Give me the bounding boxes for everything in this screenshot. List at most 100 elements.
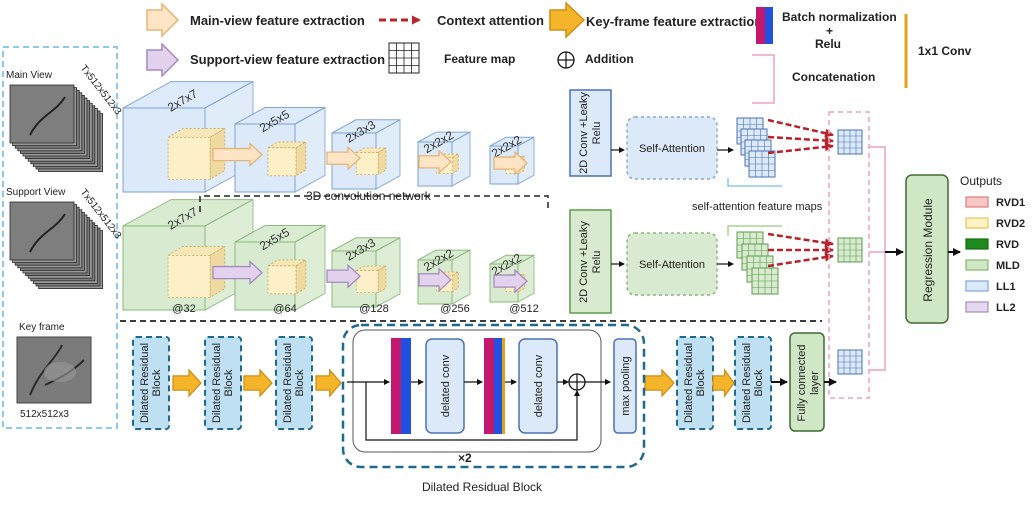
channel-label-2: @64 [273,303,296,315]
outputs-title: Outputs [960,174,1002,188]
main-maps-underline [727,178,782,187]
max-pooling-label: max pooling [620,356,632,415]
svg-text:Block: Block [294,369,306,396]
output-label-mld: MLD [996,260,1020,272]
main-view-image-stack [9,84,103,172]
inner-conv1x1-line [502,338,505,434]
support-conv2d-label-2: Relu [591,251,603,274]
support-stage-arrow-1 [212,260,263,286]
channel-label-3: @128 [359,303,389,315]
inner-bn-blue-1 [401,338,411,434]
svg-text:Block: Block [151,369,163,396]
sa-support-map-4 [751,267,779,295]
output-label-rvd1: RVD1 [996,197,1025,209]
channel-label-5: @512 [509,303,539,315]
main-stage-arrow-1 [212,142,263,168]
concatenation-bracket-icon [752,54,775,104]
legend-feature-map-label: Feature map [444,52,515,66]
support-stage-arrow-4 [493,268,528,294]
dilated-conv-block-1 [425,338,465,434]
sa-main-map-4 [748,150,776,178]
key-arrow-3 [315,368,342,398]
conv3d-network-bracket [199,195,549,212]
dilated-block-caption: Dilated Residual Block [422,480,543,494]
svg-text:Dilated Residual: Dilated Residual [683,343,695,423]
main-conv2d-label-1: 2D Conv +Leaky [578,92,590,174]
legend-bn-line2: + [826,24,833,38]
vessel-shape [29,213,66,253]
main-self-attention-block [626,116,718,180]
legend-main-view-label: Main-view feature extraction [190,13,365,28]
legend: Main-view feature extraction Context att… [146,1,972,104]
dilated-block-expanded-frame [341,323,646,469]
main-inner-cube-1 [166,127,227,181]
output-swatch-rvd2 [965,217,989,229]
concat-grid-support [837,237,863,263]
sa-feature-maps-label: self-attention feature maps [692,201,823,213]
repeat-label: ×2 [458,451,472,465]
output-swatch-mld [965,259,989,271]
main-conv2d-label-2: Relu [591,122,603,145]
support-view-arrow-icon [146,42,180,78]
support-view-label: Support View [6,187,66,198]
bn-blue-bar-icon [765,7,773,44]
regression-module-label: Regression Module [921,198,935,302]
support-conv2d-label-1: 2D Conv +Leaky [578,221,590,303]
channel-label-4: @256 [440,303,470,315]
output-label-rvd: RVD [996,239,1019,251]
support-self-attention-feature-maps [736,231,779,295]
main-self-attention-feature-maps [736,117,776,178]
residual-skip-connection [365,382,580,441]
legend-support-view-label: Support-view feature extraction [190,52,385,67]
output-swatch-rvd [965,238,989,250]
output-swatch-ll2 [965,301,989,313]
bn-magenta-bar-icon [756,7,765,44]
svg-text:Block: Block [695,369,707,396]
main-stage-arrow-3 [418,149,452,175]
max-pooling-block [613,338,637,434]
dilated-block-inner-frame [352,329,602,453]
svg-text:Dilated Residual: Dilated Residual [139,343,151,423]
key-frame-image [16,336,92,404]
svg-text:Dilated Residual: Dilated Residual [282,343,294,423]
dilated-conv-block-2 [518,338,558,434]
main-inner-cube-2 [266,141,308,177]
support-self-attention-label: Self-Attention [639,259,705,271]
legend-addition-label: Addition [585,52,634,66]
inner-bn-magenta-1 [391,338,401,434]
svg-text:Block: Block [223,369,235,396]
support-inner-cube-2 [266,259,308,295]
svg-text:Block: Block [753,369,765,396]
conv3d-network-label: 3D convolution network [306,189,432,203]
key-frame-dims: 512x512x3 [20,409,69,420]
legend-context-attention-label: Context attention [437,13,544,28]
dilated-conv-label-2: delated conv [533,354,545,417]
concatenation-bracket [869,146,886,371]
key-frame-label: Key frame [19,322,65,333]
key-frame-arrow-icon [549,1,586,39]
support-view-image-stack [9,201,103,290]
dilated-conv-label-1: delated conv [440,354,452,417]
legend-concatenation-label: Concatenation [792,70,875,84]
key-arrow-4 [644,368,675,398]
inner-bn-magenta-2 [484,338,494,434]
main-conv2d-block [569,89,612,177]
svg-text:Dilated Residual: Dilated Residual [741,343,753,423]
output-swatch-ll1 [965,280,989,292]
support-stage-arrow-2 [326,263,361,289]
context-attention-arrows-support [767,232,834,268]
feature-map-icon [388,42,420,74]
legend-bn-line3: Relu [815,37,841,51]
inner-bn-blue-2 [494,338,502,434]
support-inner-cube-3 [354,265,388,294]
output-label-ll1: LL1 [996,281,1016,293]
channel-label-1: @32 [172,303,195,315]
svg-text:Dilated Residual: Dilated Residual [211,343,223,423]
concat-grid-main [837,129,863,155]
legend-bn-line1: Batch normalization [782,10,897,24]
